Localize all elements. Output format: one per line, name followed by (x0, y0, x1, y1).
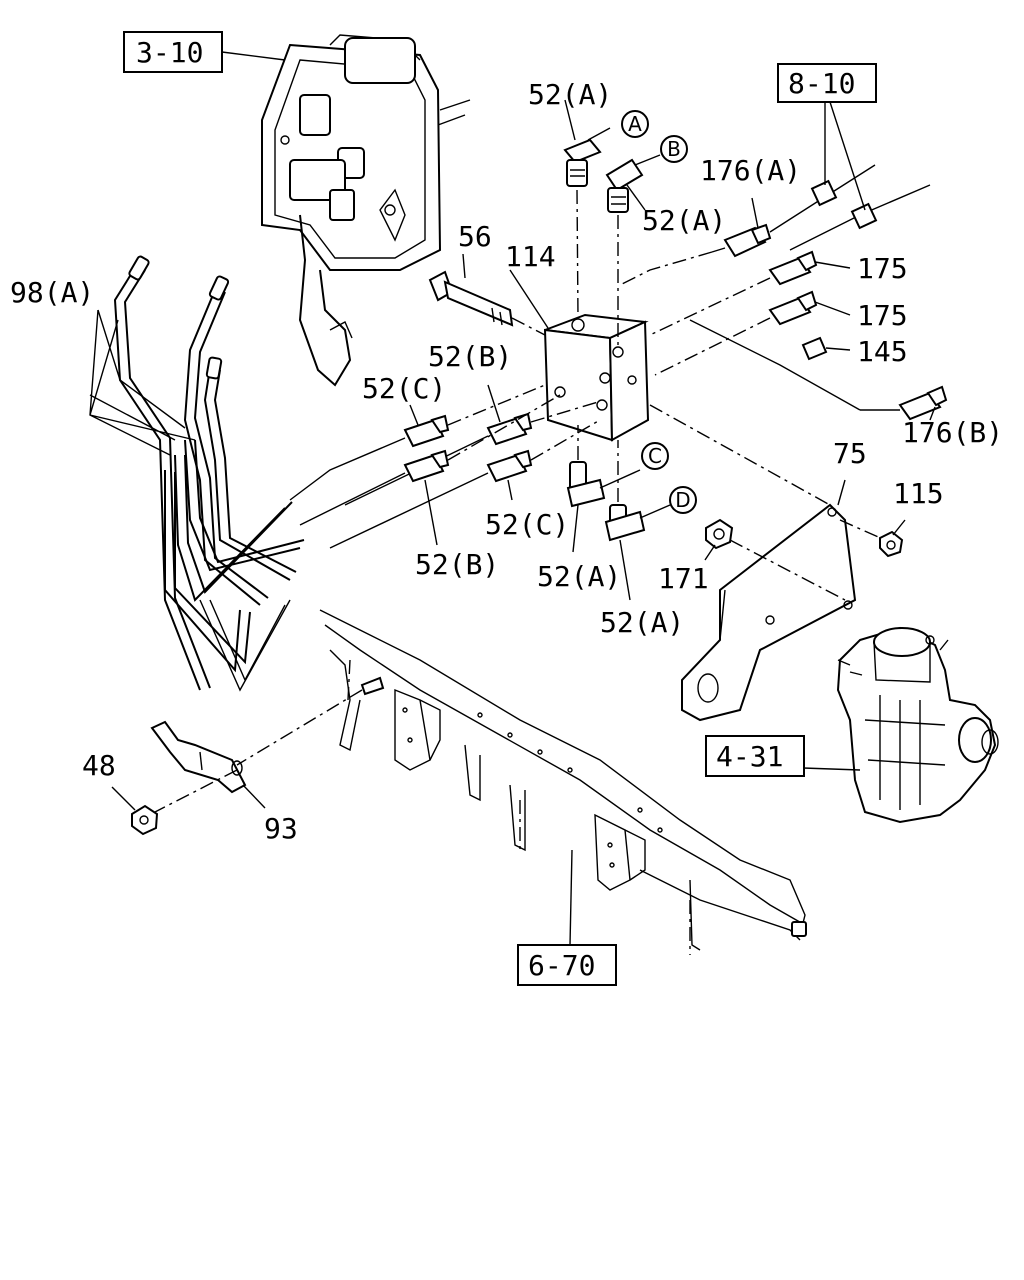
ref-box-4-31[interactable]: 4-31 (705, 735, 805, 777)
bracket-75 (649, 404, 886, 722)
callout-114: 114 (505, 240, 556, 273)
distribution-block (543, 313, 650, 442)
callout-98a: 98(A) (10, 276, 94, 309)
switch-176b (860, 385, 948, 421)
ref-box-6-70[interactable]: 6-70 (517, 944, 617, 986)
crossmember (319, 609, 807, 955)
bolt-56 (428, 270, 546, 336)
callout-52c-lower: 52(C) (485, 508, 569, 541)
plug-145 (689, 319, 861, 411)
callout-52b-upper: 52(B) (428, 340, 512, 373)
sensor-175-upper (649, 250, 818, 336)
leader-98a (89, 309, 196, 456)
sensor-175-lower (654, 290, 818, 376)
union-52a-top (563, 127, 611, 319)
ref-label-6-70: 6-70 (528, 949, 595, 982)
port-marker-b: B (660, 135, 688, 163)
union-52a-right (605, 154, 661, 345)
port-marker-d-label: D (675, 488, 690, 512)
ref-label-8-10: 8-10 (788, 67, 855, 100)
ref-label-3-10: 3-10 (136, 36, 203, 69)
port-marker-d: D (669, 486, 697, 514)
fitting-52b-lower (299, 394, 561, 526)
callout-52a-lower-left: 52(A) (537, 560, 621, 593)
ref-box-8-10[interactable]: 8-10 (777, 63, 877, 103)
callout-52a-right: 52(A) (642, 204, 726, 237)
callout-52b-lower: 52(B) (415, 548, 499, 581)
callout-56: 56 (458, 220, 492, 253)
port-marker-a: A (621, 110, 649, 138)
callout-93: 93 (264, 812, 298, 845)
injection-pump (836, 626, 999, 824)
brake-pipes (113, 255, 305, 692)
elbow-52a-lower-right (604, 440, 671, 542)
nut-171 (705, 518, 846, 601)
fitting-52c-lower (329, 419, 601, 549)
nut-115 (879, 530, 904, 558)
callout-176a: 176(A) (700, 154, 801, 187)
nut-48 (131, 804, 159, 836)
callout-52a-lower-right: 52(A) (600, 606, 684, 639)
callouts: 52(A) 52(A) 176(A) 56 114 175 175 145 17… (10, 78, 1003, 845)
fitting-52c-upper (289, 384, 546, 501)
callout-48: 48 (82, 749, 116, 782)
callout-145: 145 (857, 335, 908, 368)
callout-75: 75 (833, 437, 867, 470)
callout-171: 171 (658, 562, 709, 595)
ref-label-4-31: 4-31 (716, 740, 783, 773)
port-marker-c-label: C (648, 444, 662, 468)
stud-bolt (154, 676, 385, 813)
callout-52a-top: 52(A) (528, 78, 612, 111)
callout-52c-upper: 52(C) (362, 372, 446, 405)
leader-lines (111, 51, 936, 946)
port-marker-b-label: B (667, 137, 681, 161)
callout-175-upper: 175 (857, 252, 908, 285)
callout-176b: 176(B) (902, 416, 1003, 449)
callout-115: 115 (893, 477, 944, 510)
port-marker-c: C (641, 442, 669, 470)
clip-93 (150, 720, 247, 794)
pedal-bracket-assembly (261, 34, 471, 387)
port-marker-a-label: A (628, 112, 642, 136)
ref-box-3-10[interactable]: 3-10 (123, 31, 223, 73)
switch-176a (619, 164, 931, 286)
elbow-52a-lower-left (566, 425, 641, 508)
callout-175-lower: 175 (857, 299, 908, 332)
